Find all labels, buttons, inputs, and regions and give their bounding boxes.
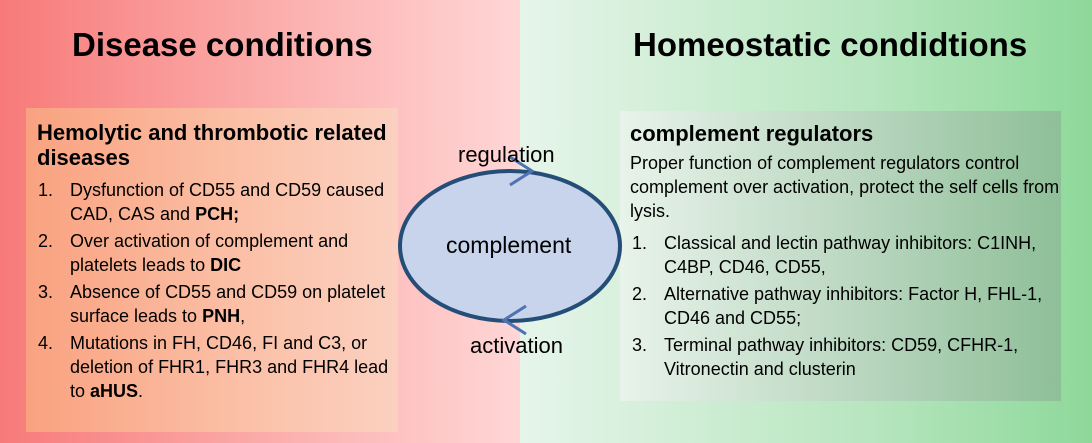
disease-list: 1. Dysfunction of CD55 and CD59 caused C… xyxy=(36,178,396,406)
complement-ellipse xyxy=(398,169,622,323)
regulation-arrow-icon xyxy=(509,155,535,187)
disease-item: 4. Mutations in FH, CD46, FI and C3, or … xyxy=(38,333,389,401)
regulators-list: 1. Classical and lectin pathway inhibito… xyxy=(630,231,1060,384)
regulator-item: 3. Terminal pathway inhibitors: CD59, CF… xyxy=(632,335,1019,379)
disease-box-title: Hemolytic and thrombotic related disease… xyxy=(37,120,387,170)
complement-label: complement xyxy=(446,232,572,258)
homeostatic-heading: Homeostatic condidtions xyxy=(633,26,1028,63)
complement-cycle xyxy=(398,155,622,336)
disease-box: Hemolytic and thrombotic related disease… xyxy=(26,108,398,432)
activation-label: activation xyxy=(470,333,563,358)
regulation-label: regulation xyxy=(458,142,555,167)
regulators-intro: Proper function of complement regulators… xyxy=(630,153,1060,221)
activation-arrow-icon xyxy=(501,304,527,336)
regulators-box-title: complement regulators xyxy=(630,121,874,146)
regulators-box: complement regulators Proper function of… xyxy=(620,111,1061,401)
disease-item: 2. Over activation of complement and pla… xyxy=(38,231,349,275)
regulator-item: 2. Alternative pathway inhibitors: Facto… xyxy=(632,284,1043,328)
disease-heading: Disease conditions xyxy=(72,26,373,63)
regulator-item: 1. Classical and lectin pathway inhibito… xyxy=(632,233,1037,277)
disease-item: 1. Dysfunction of CD55 and CD59 caused C… xyxy=(38,180,385,224)
disease-item: 3. Absence of CD55 and CD59 on platelet … xyxy=(38,282,386,326)
